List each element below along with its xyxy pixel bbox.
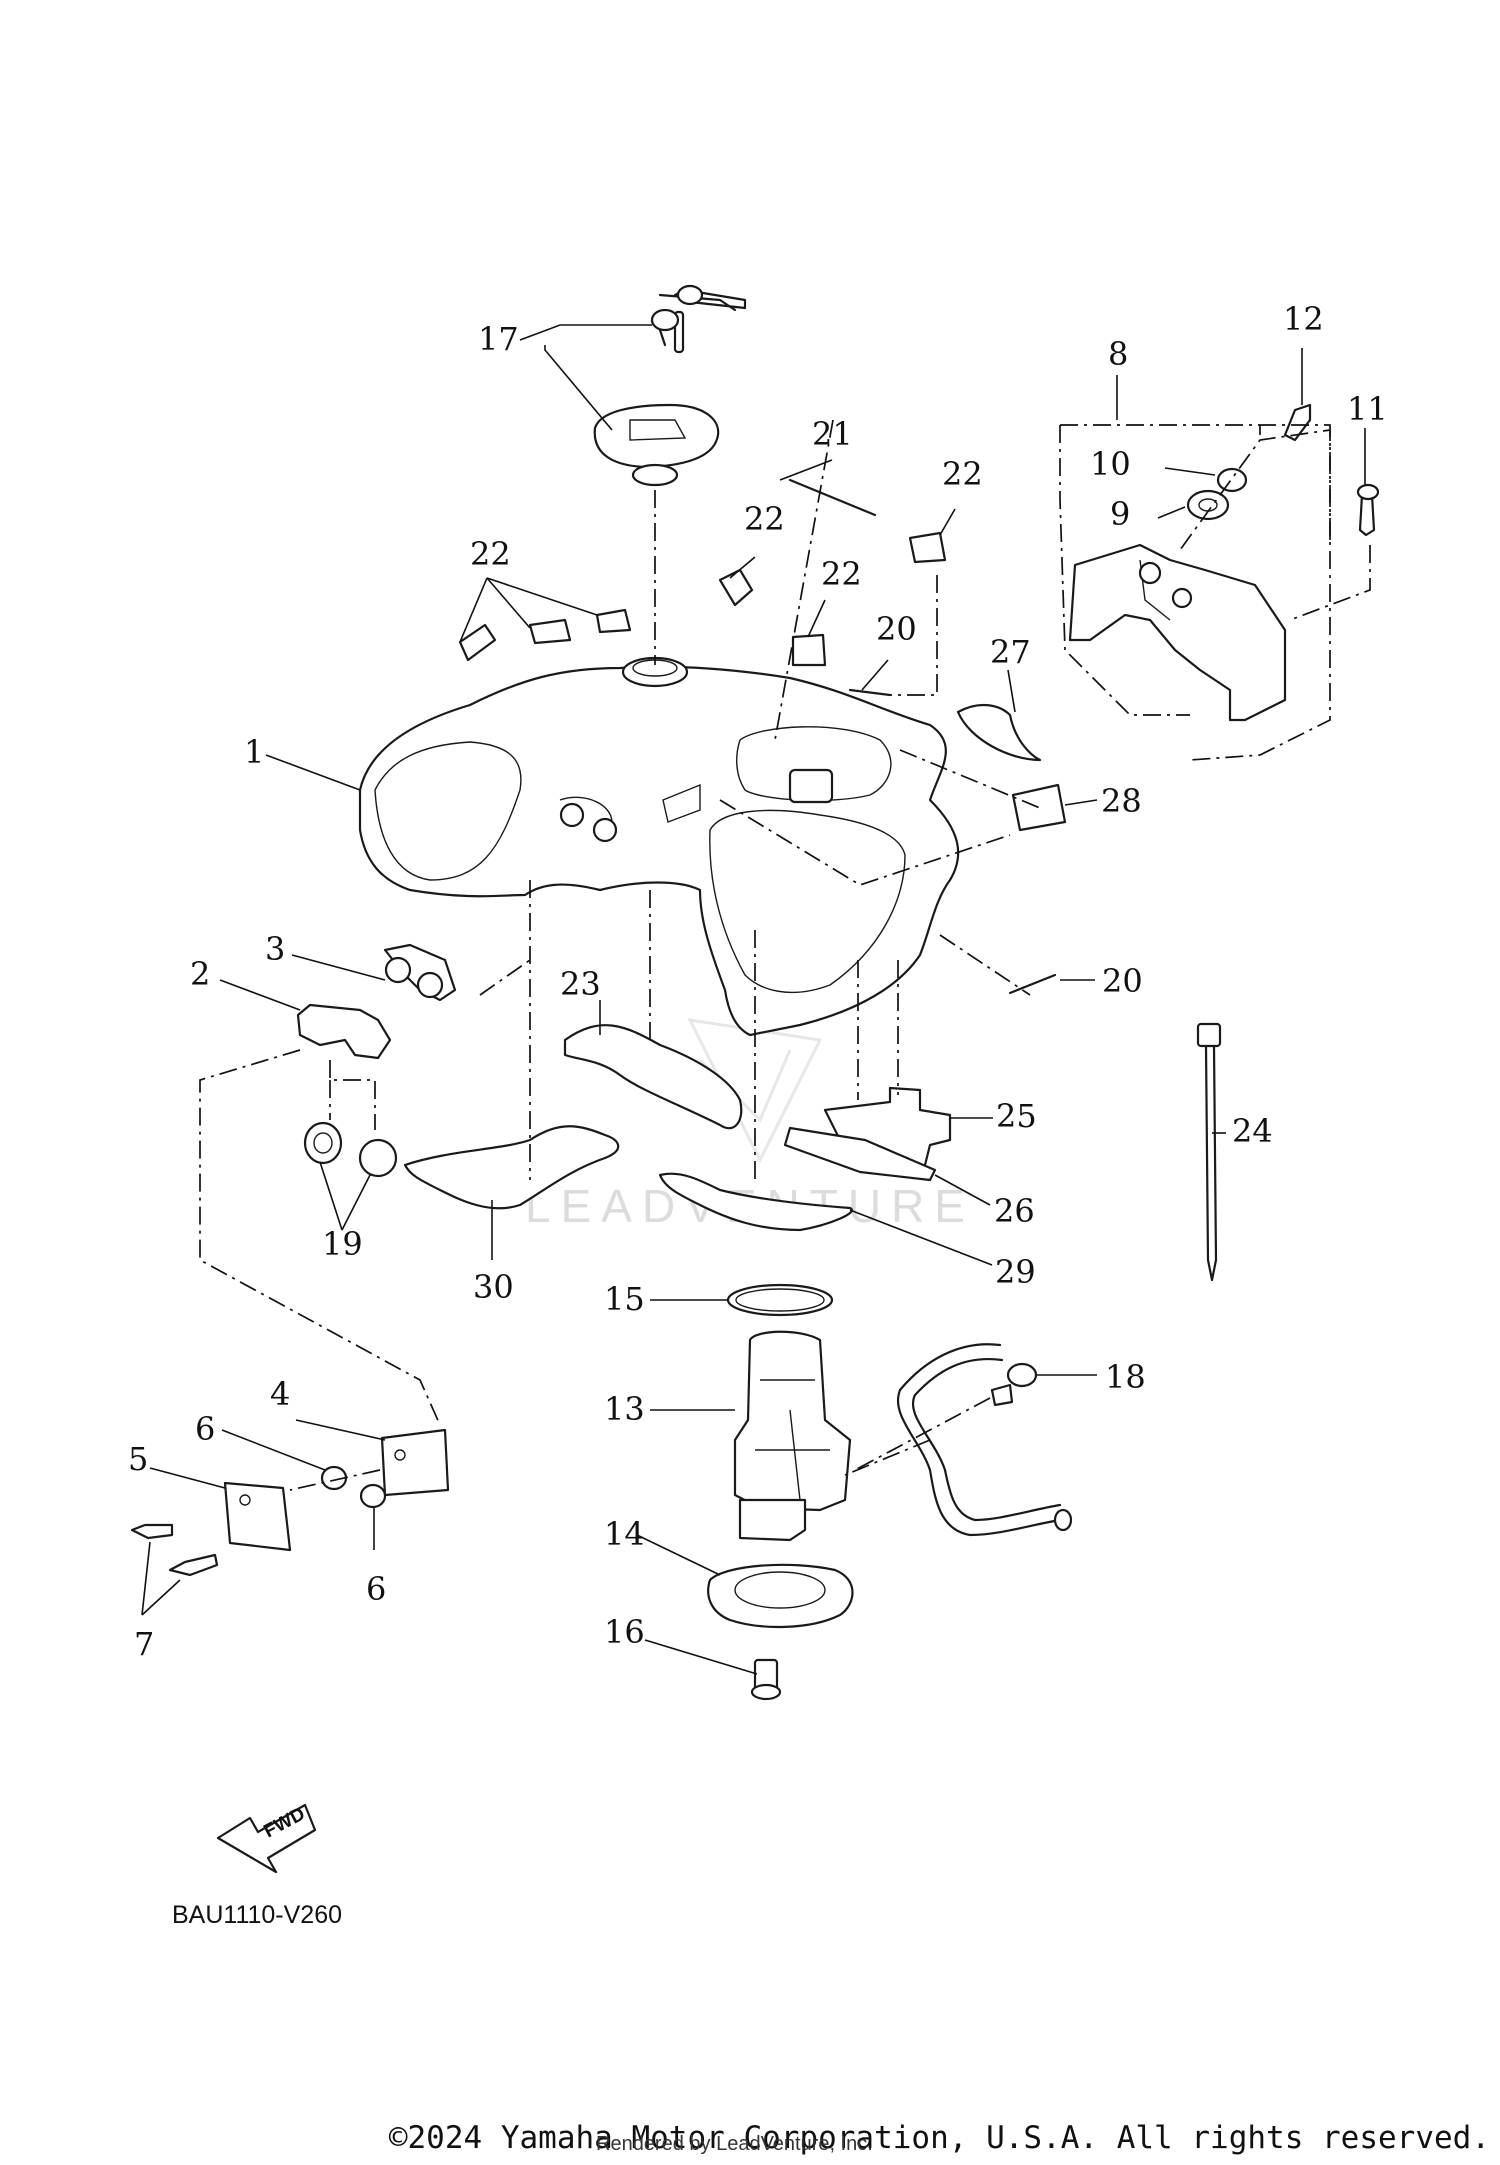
copyright-notice: ©2024 Yamaha Motor Corporation, U.S.A. A… xyxy=(388,2120,1490,2156)
callout-20b: 20 xyxy=(1102,962,1143,1000)
callout-18: 18 xyxy=(1105,1358,1146,1396)
fuel-cap-key-set xyxy=(593,284,747,487)
pads-and-strips xyxy=(458,478,1067,995)
callout-14: 14 xyxy=(604,1515,645,1553)
callout-7: 7 xyxy=(134,1625,154,1663)
callout-5: 5 xyxy=(128,1440,148,1478)
callout-16: 16 xyxy=(604,1613,645,1651)
callout-1: 1 xyxy=(244,733,264,771)
callout-28: 28 xyxy=(1101,782,1142,820)
callout-24: 24 xyxy=(1232,1112,1273,1150)
callout-13: 13 xyxy=(604,1390,645,1428)
mounting-plates xyxy=(130,1428,450,1577)
callout-11: 11 xyxy=(1347,390,1388,428)
callout-4: 4 xyxy=(270,1375,290,1413)
callout-21: 21 xyxy=(812,415,853,453)
callout-27: 27 xyxy=(990,633,1031,671)
callout-17: 17 xyxy=(478,320,519,358)
callout-8: 8 xyxy=(1108,335,1128,373)
bracket-assembly xyxy=(1068,403,1380,722)
callout-15: 15 xyxy=(604,1280,645,1318)
cable-tie xyxy=(1196,1022,1222,1282)
callout-12: 12 xyxy=(1283,300,1324,338)
leader-lines xyxy=(141,324,1366,1675)
callout-25: 25 xyxy=(996,1097,1037,1135)
fwd-arrow-icon: FWD xyxy=(216,1804,317,1874)
callout-10: 10 xyxy=(1090,445,1131,483)
callout-22b: 22 xyxy=(744,500,785,538)
callout-22d: 22 xyxy=(942,455,983,493)
clamp-and-bushings xyxy=(296,943,457,1178)
rendered-by-notice: Rendered by LeadVenture, Inc. xyxy=(596,2133,873,2155)
diagram-code: BAU1110-V260 xyxy=(172,1901,342,1929)
callout-20: 20 xyxy=(876,610,917,648)
fuel-tank xyxy=(358,656,960,1037)
assembly-lines xyxy=(199,419,1371,1491)
heat-shields xyxy=(403,1024,854,1232)
callout-labels: 1 2 3 4 5 6 6 7 8 9 10 11 12 13 14 15 16… xyxy=(128,300,1388,1663)
fuel-pump-assembly xyxy=(707,1283,1073,1701)
callout-26: 26 xyxy=(994,1192,1035,1230)
callout-29: 29 xyxy=(995,1253,1036,1291)
callout-3: 3 xyxy=(265,930,285,968)
callout-2: 2 xyxy=(190,955,210,993)
seal-sheets xyxy=(783,1086,952,1182)
callout-19: 19 xyxy=(322,1225,363,1263)
callout-22a: 22 xyxy=(470,535,511,573)
callout-6: 6 xyxy=(195,1410,215,1448)
callout-6b: 6 xyxy=(366,1570,386,1608)
callout-9: 9 xyxy=(1110,495,1130,533)
callout-23: 23 xyxy=(560,965,601,1003)
callout-30: 30 xyxy=(473,1268,514,1306)
callout-22c: 22 xyxy=(821,555,862,593)
